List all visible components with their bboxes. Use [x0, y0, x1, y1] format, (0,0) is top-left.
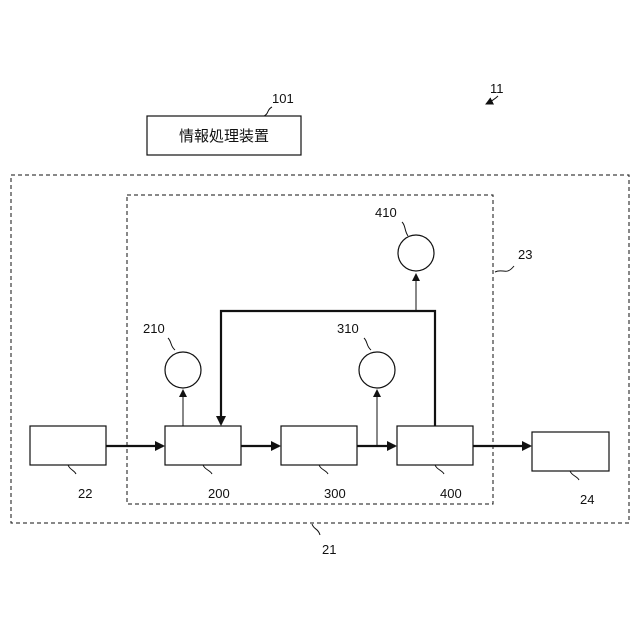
circle-210-leader — [168, 338, 175, 350]
block-24-label: 24 — [580, 492, 594, 507]
circle-310 — [359, 352, 395, 388]
block-22 — [30, 426, 106, 465]
circle-310-label: 310 — [337, 321, 359, 336]
figure-ref-label: 11 — [490, 81, 504, 96]
block-300-leader — [319, 465, 328, 474]
circle-210 — [165, 352, 201, 388]
circle-210-label: 210 — [143, 321, 165, 336]
block-400-label: 400 — [440, 486, 462, 501]
outer-frame-ref: 21 — [322, 542, 336, 557]
circle-410-label: 410 — [375, 205, 397, 220]
block-200-leader — [203, 465, 212, 474]
figure-ref-arrow — [486, 96, 498, 104]
device-ref-label: 101 — [272, 91, 294, 106]
block-400 — [397, 426, 473, 465]
circle-310-leader — [364, 338, 371, 350]
block-400-leader — [435, 465, 444, 474]
block-200-label: 200 — [208, 486, 230, 501]
block-24 — [532, 432, 609, 471]
outer-frame-leader — [312, 524, 320, 535]
block-200 — [165, 426, 241, 465]
circle-410-leader — [402, 222, 408, 236]
block-22-label: 22 — [78, 486, 92, 501]
device-title: 情報処理装置 — [179, 127, 269, 145]
block-24-leader — [570, 471, 579, 480]
inner-frame-leader — [495, 266, 514, 272]
block-22-leader — [68, 465, 76, 474]
feedback-arrow-400-to-200 — [221, 311, 435, 426]
block-300 — [281, 426, 357, 465]
block-300-label: 300 — [324, 486, 346, 501]
circle-410 — [398, 235, 434, 271]
inner-frame-ref: 23 — [518, 247, 532, 262]
